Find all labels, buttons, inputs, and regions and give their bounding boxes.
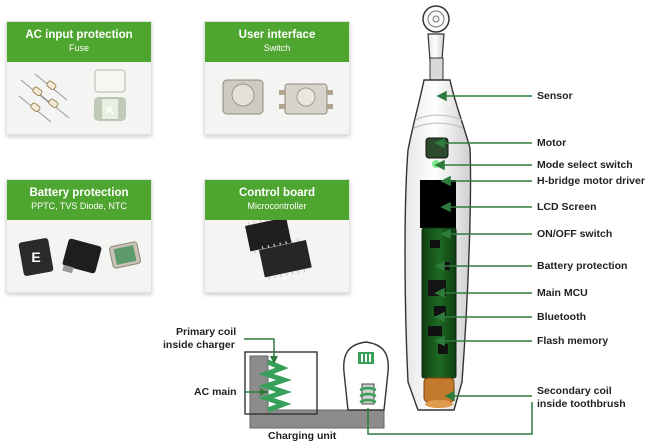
card-image-fuses: K <box>7 62 151 134</box>
secondary-coil-leader <box>367 402 533 435</box>
label-on-off-switch: ON/OFF switch <box>537 228 613 240</box>
label-motor: Motor <box>537 137 567 149</box>
brush-head <box>422 5 450 83</box>
primary-coil-leader <box>244 338 275 362</box>
label-battery-protection: Battery protection <box>537 260 628 272</box>
label-primary-coil-line1: Primary coil <box>176 326 237 338</box>
label-bluetooth: Bluetooth <box>537 311 586 323</box>
card-image-switches <box>205 62 349 134</box>
mcu-chip-bottom <box>259 238 312 280</box>
card-title: User interface <box>238 29 316 41</box>
card-ac-input-protection: AC input protection Fuse K <box>6 21 152 135</box>
card-user-interface: User interface Switch <box>204 21 350 135</box>
label-secondary-coil-line2: inside toothbrush <box>537 398 626 410</box>
charger-pod <box>343 341 389 411</box>
card-subtitle: Switch <box>263 43 291 53</box>
primary-coil <box>258 359 292 413</box>
card-header: User interface Switch <box>205 22 349 62</box>
card-battery-protection: Battery protection PPTC, TVS Diode, NTC … <box>6 179 152 293</box>
card-header: AC input protection Fuse <box>7 22 151 62</box>
pcb-board <box>421 227 457 379</box>
charging-unit <box>244 338 533 435</box>
fuse-chip-letter: K <box>106 105 114 117</box>
card-image-microcontrollers <box>205 215 349 292</box>
label-charging-unit: Charging unit <box>268 430 337 442</box>
card-title: AC input protection <box>25 29 133 41</box>
label-sensor: Sensor <box>537 90 573 102</box>
label-flash-memory: Flash memory <box>537 335 609 347</box>
pptc-chip-letter: E <box>31 249 40 265</box>
battery-parts-illustration: E <box>18 238 141 276</box>
charger-enclosure <box>244 351 318 415</box>
secondary-coil-in-pod <box>359 386 377 404</box>
card-title: Battery protection <box>29 187 129 199</box>
card-title: Control board <box>238 187 316 199</box>
card-image-battery-parts: E <box>7 220 151 292</box>
card-control-board: Control board Microcontroller <box>204 179 350 293</box>
label-ac-main: AC main <box>194 386 237 398</box>
microcontroller-illustration <box>245 215 312 280</box>
switch-illustration <box>222 79 333 115</box>
card-header: Battery protection PPTC, TVS Diode, NTC <box>7 180 151 220</box>
toothbrush <box>404 5 472 411</box>
label-h-bridge-motor-driver: H-bridge motor driver <box>537 175 645 187</box>
label-mode-select-switch: Mode select switch <box>537 159 633 171</box>
card-subtitle: PPTC, TVS Diode, NTC <box>31 201 127 211</box>
card-header: Control board Microcontroller <box>205 180 349 220</box>
label-lcd-screen: LCD Screen <box>537 201 597 213</box>
label-main-mcu: Main MCU <box>537 287 588 299</box>
card-subtitle: Microcontroller <box>247 201 307 211</box>
card-subtitle: Fuse <box>68 43 89 53</box>
label-secondary-coil-line1: Secondary coil <box>537 385 612 397</box>
fuse-illustration: K <box>18 69 126 123</box>
leader-lines <box>434 90 532 402</box>
label-primary-coil-line2: inside charger <box>163 339 235 351</box>
